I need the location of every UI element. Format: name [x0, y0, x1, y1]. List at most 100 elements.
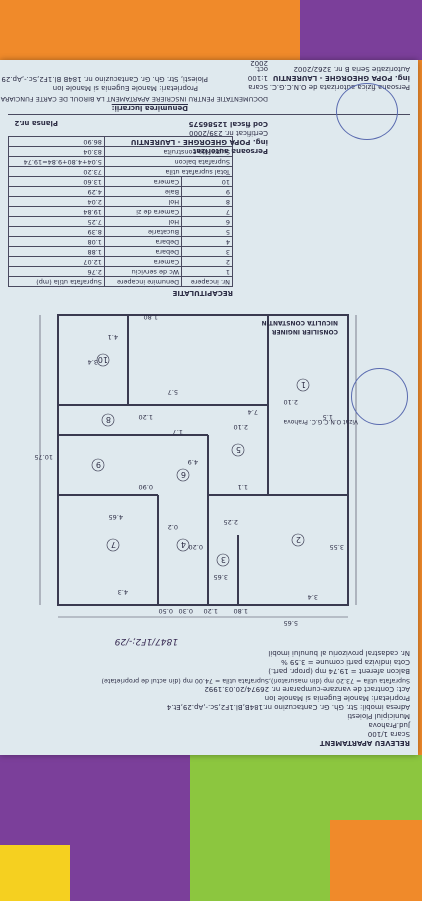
- auth-label: Persoana autorizat: [192, 147, 268, 155]
- dim-label: 4.1: [108, 333, 118, 341]
- room-number: 8: [106, 415, 111, 424]
- auth-name: ing. POPA GHEORGHE - LAURENTIU: [130, 138, 268, 146]
- cell-nr: 1: [181, 266, 233, 277]
- dim-label: 4.65: [109, 513, 123, 521]
- doc-act: Act: Contract de vanzare-cumparare nr. 2…: [204, 685, 410, 693]
- dim-label: 3.65: [214, 573, 228, 581]
- cell-nr: 9: [181, 186, 233, 197]
- total-label: Total suprafata utila: [104, 166, 233, 177]
- doc-address: Adresa imobil: Str. Gh. Gr. Cantacuzino …: [166, 703, 410, 711]
- cell-name: Debara: [104, 236, 182, 247]
- dim-label: 3.55: [330, 543, 344, 551]
- recap-title: RECAPITULATIE: [172, 289, 233, 297]
- document-sheet: RELEVEU APARTAMENT Scara 1/100 Jud.Praho…: [0, 60, 418, 755]
- dim-label: 0.30: [179, 607, 193, 615]
- recap-header-cell: Nr. incapere: [181, 276, 233, 287]
- scara-label: Scara: [248, 83, 268, 91]
- dim-label: 1.80: [144, 313, 158, 321]
- document-rotated-content: RELEVEU APARTAMENT Scara 1/100 Jud.Praho…: [0, 60, 418, 755]
- work-title: DOCUMENTATIE PENTRU INSCRIERE APARTAMENT…: [0, 95, 268, 103]
- cell-name: Camera: [104, 256, 182, 267]
- cell-name: Hol: [104, 196, 182, 207]
- cell-area: 2.76: [8, 266, 105, 277]
- cell-name: Baie: [104, 186, 182, 197]
- address-label: Ploiesti, Str. Gh. Gr. Cantacuzino nr. 1…: [1, 75, 208, 83]
- cell-nr: 5: [181, 226, 233, 237]
- dim-label: 1.5: [323, 413, 333, 421]
- total-value: 73.20: [8, 166, 105, 177]
- proprietari-label: Proprietari: Manole Eugenia si Manole Io…: [52, 84, 198, 92]
- built2-value: 86.90: [8, 136, 105, 147]
- recap-header-cell: Suprafata utila (mp): [8, 276, 105, 287]
- dim-label: 1.20: [139, 413, 153, 421]
- cell-area: 13.60: [8, 176, 105, 187]
- mat-tile-yellow: [0, 845, 70, 901]
- dim-label: 4.3: [118, 588, 128, 596]
- mat-tile-orange: [0, 0, 300, 60]
- cell-nr: 2: [181, 256, 233, 267]
- cell-name: Wc de serviciu: [104, 266, 182, 277]
- recap-header-row: Nr. incapere Denumire incapere Suprafata…: [8, 276, 233, 287]
- cell-area: 1.08: [8, 236, 105, 247]
- floor-plan: 5.65 3.4 3.55 1.80 1.20 0.30 0.50 4.3 4.…: [34, 313, 357, 627]
- author-stamp: [336, 83, 398, 140]
- cell-area: 8.39: [8, 226, 105, 237]
- dim-label: 3.4: [88, 358, 98, 366]
- dim-label: 0.2: [168, 523, 178, 531]
- dim-label: 1.1: [238, 483, 248, 491]
- scara-value: 1:100: [247, 74, 268, 82]
- dim-label: 0.90: [139, 483, 153, 491]
- cell-nr: 3: [181, 246, 233, 257]
- cell-name: Camera: [104, 176, 182, 187]
- cell-nr: 6: [181, 216, 233, 227]
- cell-area: 12.07: [8, 256, 105, 267]
- room-number: 1: [301, 380, 306, 389]
- official-stamp: [351, 368, 408, 425]
- dim-label: 4.9: [188, 458, 198, 466]
- cell-area: 2.04: [8, 196, 105, 207]
- consilier-label: CONSILIER INGINER: [271, 328, 338, 335]
- room-number: 3: [221, 555, 226, 564]
- cell-nr: 8: [181, 196, 233, 207]
- doc-title: RELEVEU APARTAMENT: [319, 739, 410, 747]
- elaborat-label: Persoana fizica autorizata de O.N.C.G.C.: [269, 83, 410, 91]
- balcony-value: 5.04+4.80+9.84=19.74: [8, 156, 105, 167]
- cell-area: 1.88: [8, 246, 105, 257]
- recap-table: Nr. incapere Denumire incapere Suprafata…: [8, 136, 233, 287]
- room-number: 2: [296, 535, 301, 544]
- doc-cadastral: Nr. cadastral provizoriu al bunului imob…: [268, 649, 410, 657]
- cell-nr: 4: [181, 236, 233, 247]
- cell-area: 4.29: [8, 186, 105, 197]
- dim-label: 1.7: [173, 428, 183, 436]
- cell-name: Hol: [104, 216, 182, 227]
- denumire-label: Denumirea lucrarii:: [111, 104, 188, 112]
- cell-name: Debara: [104, 246, 182, 257]
- dim-label: 5.65: [284, 619, 298, 627]
- dim-label: 7.4: [248, 408, 258, 416]
- doc-locality: Municipiul Ploiesti: [347, 712, 410, 720]
- cell-nr: 7: [181, 206, 233, 217]
- autorizatie-label: Autorizatie Seria B nr. 3262/2002: [293, 65, 410, 73]
- dim-label: 2.10: [284, 398, 298, 406]
- dim-label: 1.80: [234, 607, 248, 615]
- elaborat-name: ing. POPA GHEORGHE - LAURENTIU: [272, 74, 410, 82]
- room-number: 4: [181, 540, 186, 549]
- room-number: 5: [236, 445, 241, 454]
- dim-label: 0.50: [159, 607, 173, 615]
- handwritten-note: 1847/1F2;-/29: [114, 636, 178, 646]
- doc-scale: Scara 1/100: [367, 730, 410, 738]
- cell-area: 19.84: [8, 206, 105, 217]
- year-label: 2002: [250, 60, 268, 67]
- room-number: 6: [181, 470, 186, 479]
- mat-tile-orange-bottom: [330, 820, 422, 901]
